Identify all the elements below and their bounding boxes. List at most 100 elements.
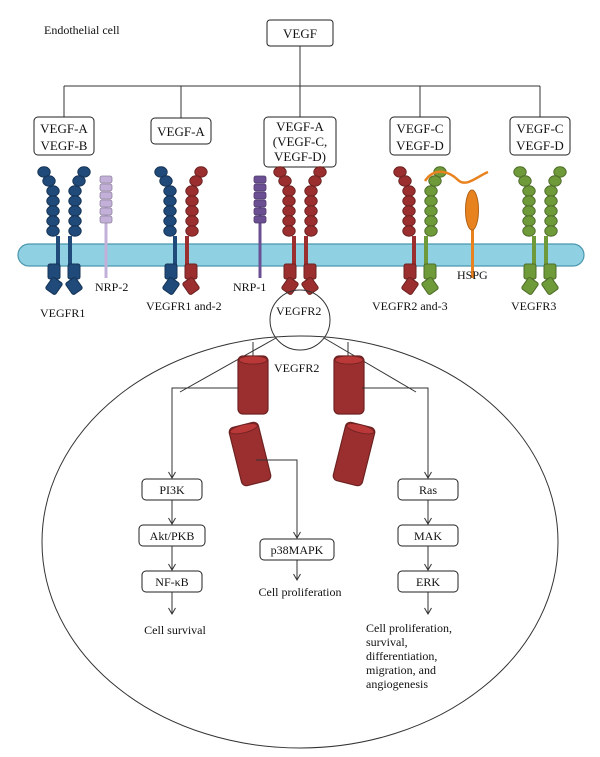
receptor-vegfr1-2-right-chain-kinase-upper bbox=[184, 263, 198, 280]
hspg-stem bbox=[471, 220, 474, 278]
cell-title: Endothelial cell bbox=[44, 23, 120, 37]
arrowhead-10 bbox=[424, 607, 432, 615]
ligand-box-3-line-2: (VEGF-C, bbox=[273, 134, 328, 149]
nrp2-domain-5 bbox=[99, 207, 113, 216]
right-outcome-line-4: migration, and bbox=[366, 663, 436, 677]
receptor-vegfr3-left-chain-ig-domain-5 bbox=[522, 205, 536, 217]
label-vegfr2: VEGFR2 bbox=[276, 304, 321, 318]
receptor-vegfr2-3-right-chain-transmembrane bbox=[424, 236, 428, 266]
receptor-vegfr3-left-chain-ig-domains bbox=[513, 166, 536, 237]
receptor-vegfr2-3-right-chain-ig-domain-4 bbox=[424, 195, 438, 207]
label-vegfr1-2: VEGFR1 and-2 bbox=[146, 299, 222, 313]
receptor-vegfr2-left-chain-ig-domains bbox=[273, 166, 296, 237]
nrp2-domain-2 bbox=[99, 183, 113, 192]
receptor-vegfr2-left-chain-kinase-upper bbox=[283, 263, 297, 280]
pathway-connectors bbox=[171, 387, 429, 614]
ligand-box-3-line-3: VEGF-D) bbox=[274, 149, 326, 164]
receptor-vegfr2-right-chain-ig-domain-2 bbox=[308, 175, 322, 187]
mak-node: MAK bbox=[397, 524, 459, 547]
receptor-vegfr1-right-chain-ig-domain-7 bbox=[68, 225, 82, 237]
receptor-vegfr2-3-left-chain-kinase-lower bbox=[401, 277, 419, 295]
receptor-vegfr3-right-chain-ig-domain-5 bbox=[544, 205, 558, 217]
receptor-vegfr1-2-right-chain-ig-domains bbox=[185, 166, 208, 237]
receptor-vegfr2-right-chain-ig-domain-3 bbox=[304, 185, 318, 197]
nrp1-domain-2 bbox=[253, 183, 267, 192]
nrp2-stem bbox=[104, 200, 108, 278]
receptor-vegfr1-left-chain-ig-domain-3 bbox=[46, 185, 60, 197]
receptor-vegfr1-left-chain-kinase-upper bbox=[47, 263, 61, 280]
receptor-vegfr3-left-chain-kinase-lower bbox=[521, 277, 539, 295]
arrowhead-1 bbox=[168, 471, 176, 479]
hspg-glycan-chain bbox=[423, 170, 489, 184]
ligand-box-2-line-1: VEGF-A bbox=[157, 124, 205, 139]
detail-left-lower-domain bbox=[228, 421, 272, 487]
right-outcome-line-1: Cell proliferation, bbox=[366, 621, 452, 635]
arrowhead-7 bbox=[424, 471, 432, 479]
receptor-vegfr1-right-chain-kinase-lower bbox=[65, 277, 83, 295]
receptor-vegfr2-right-chain-kinase-lower bbox=[301, 277, 319, 295]
detail-right-upper-domain-body bbox=[333, 355, 365, 415]
detail-receptor-label: VEGFR2 bbox=[274, 361, 319, 375]
receptor-vegfr1-right-chain-ig-domain-4 bbox=[68, 195, 82, 207]
nrp2-domain-1 bbox=[99, 175, 113, 184]
receptor-vegfr2-3-right-chain-ig-domain-2 bbox=[428, 175, 442, 187]
arrowhead-6 bbox=[293, 573, 301, 581]
receptor-vegfr2-left-chain-ig-domain-6 bbox=[282, 215, 296, 227]
label-vegfr1: VEGFR1 bbox=[40, 306, 85, 320]
akt-node: Akt/PKB bbox=[138, 524, 206, 547]
zoom-indicator bbox=[41, 289, 559, 749]
ligand-box-1: VEGF-A VEGF-B bbox=[33, 116, 95, 156]
receptor-vegfr2-3-left-chain-kinase-upper bbox=[403, 263, 417, 280]
receptor-vegfr3 bbox=[513, 166, 567, 295]
receptor-vegfr2-right-chain-ig-domain-7 bbox=[304, 225, 318, 237]
detail-ellipse bbox=[41, 335, 559, 749]
detail-left-lower-domain-cap bbox=[229, 423, 258, 435]
label-vegfr2-3: VEGFR2 and-3 bbox=[372, 299, 448, 313]
receptor-vegfr1-left-chain-transmembrane bbox=[56, 236, 60, 266]
nfkb-label: NF-κB bbox=[155, 575, 188, 589]
arrowhead-5 bbox=[293, 531, 301, 539]
receptor-vegfr3-right-chain-ig-domain-2 bbox=[548, 175, 562, 187]
receptor-vegfr2-right-chain-ig-domain-1 bbox=[313, 166, 327, 178]
label-nrp1: NRP-1 bbox=[233, 280, 266, 294]
nrp2-domain-4 bbox=[99, 199, 113, 208]
receptor-vegfr1-right-chain-ig-domains bbox=[68, 166, 91, 237]
receptor-vegfr1-2-left-chain-ig-domains bbox=[154, 166, 177, 237]
label-hspg: HSPG bbox=[457, 268, 488, 282]
receptor-vegfr2-3-left-chain-ig-domain-2 bbox=[398, 175, 412, 187]
receptor-vegfr1-right-chain-ig-domain-6 bbox=[68, 215, 82, 227]
label-nrp2: NRP-2 bbox=[95, 280, 128, 294]
receptor-vegfr2-3-right-chain-ig-domain-7 bbox=[424, 225, 438, 237]
receptor-vegfr1-left-chain-ig-domain-2 bbox=[42, 175, 56, 187]
receptor-vegfr1-2-left-chain-ig-domain-3 bbox=[163, 185, 177, 197]
receptor-vegfr1-2-right-chain-ig-domain-1 bbox=[194, 166, 208, 178]
receptor-vegfr1-right-chain-ig-domain-2 bbox=[72, 175, 86, 187]
nrp1-domain-1 bbox=[253, 175, 267, 184]
ras-label: Ras bbox=[419, 483, 437, 497]
arrowhead-9 bbox=[424, 563, 432, 571]
ligand-tree-connectors bbox=[63, 46, 541, 118]
receptor-vegfr1-right-chain-kinase-upper bbox=[67, 263, 81, 280]
receptor-vegfr1-left-chain-ig-domain-1 bbox=[37, 166, 51, 178]
hspg-core bbox=[465, 189, 479, 231]
pi3k-label: PI3K bbox=[159, 483, 185, 497]
akt-label: Akt/PKB bbox=[150, 529, 195, 543]
ligand-box-3-line-1: VEGF-A bbox=[276, 119, 324, 134]
receptor-vegfr3-right-chain-ig-domain-3 bbox=[544, 185, 558, 197]
receptor-vegfr3-left-chain-ig-domain-6 bbox=[522, 215, 536, 227]
receptor-vegfr3-left-chain-ig-domain-3 bbox=[522, 185, 536, 197]
receptor-vegfr2-left-chain-transmembrane bbox=[292, 236, 296, 266]
pi3k-node: PI3K bbox=[141, 478, 203, 501]
receptor-vegfr2-3-left-chain-ig-domain-5 bbox=[402, 205, 416, 217]
right-outcome-line-5: angiogenesis bbox=[366, 677, 428, 691]
receptor-vegfr3-left-chain-transmembrane bbox=[532, 236, 536, 266]
detail-right-upper-domain-cap bbox=[334, 355, 364, 365]
receptor-vegfr2-3-left-chain-ig-domain-3 bbox=[402, 185, 416, 197]
arrowhead-4 bbox=[168, 607, 176, 615]
receptor-vegfr1-2-left-chain-ig-domain-7 bbox=[163, 225, 177, 237]
detail-right-lower-domain-cap bbox=[346, 423, 375, 435]
receptor-vegfr2 bbox=[273, 166, 327, 295]
nrp1-domain-6 bbox=[253, 215, 267, 224]
receptor-vegfr1 bbox=[37, 166, 91, 295]
